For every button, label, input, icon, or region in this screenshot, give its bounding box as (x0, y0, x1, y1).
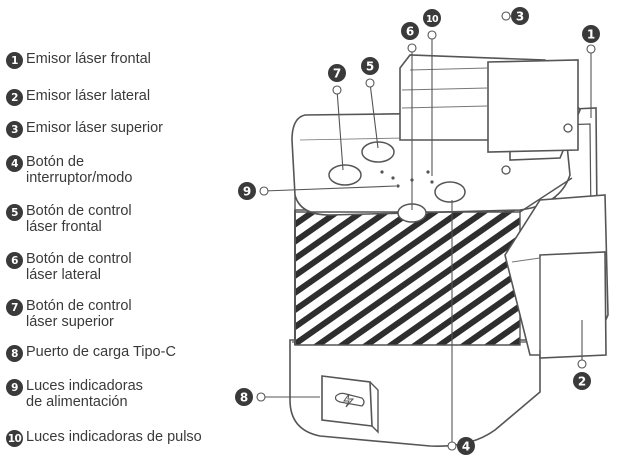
legend-number-6: 6 (6, 252, 23, 269)
legend-number-3: 3 (6, 121, 23, 138)
callout-1: 1 (582, 25, 600, 43)
legend-label-9: Luces indicadoras de alimentación (26, 378, 143, 410)
legend-label-2: Emisor láser lateral (26, 88, 151, 104)
legend-item-10: 10 Luces indicadoras de pulso (6, 429, 202, 447)
legend-label-1: Emisor láser frontal (26, 51, 151, 67)
legend-number-5: 5 (6, 204, 23, 221)
lightning-icon (343, 393, 355, 408)
legend-item-2: 2 Emisor láser lateral (6, 88, 150, 106)
callout-9: 9 (238, 182, 256, 200)
svg-text:9: 9 (243, 185, 251, 199)
svg-text:2: 2 (578, 375, 586, 389)
legend-label-4: Botón de interruptor/modo (26, 154, 133, 186)
legend-number-8: 8 (6, 345, 23, 362)
legend-label-10: Luces indicadoras de pulso (26, 429, 202, 445)
svg-text:8: 8 (240, 391, 248, 405)
legend-item-4: 4 Botón de interruptor/modo (6, 154, 132, 186)
callout-2: 2 (573, 372, 591, 390)
charging-port (321, 375, 379, 434)
legend-item-8: 8 Puerto de carga Tipo-C (6, 344, 176, 362)
legend-item-5: 5 Botón de control láser frontal (6, 203, 132, 235)
callout-8: 8 (235, 388, 253, 406)
svg-text:1: 1 (587, 28, 595, 42)
legend-label-8: Puerto de carga Tipo-C (26, 344, 176, 360)
front-laser-control-button[interactable] (361, 141, 395, 163)
svg-text:10: 10 (426, 14, 439, 25)
legend-item-9: 9 Luces indicadoras de alimentación (6, 378, 143, 410)
legend-item-7: 7 Botón de control láser superior (6, 298, 132, 330)
side-laser-emitter (504, 194, 609, 359)
legend: 1 Emisor láser frontal 2 Emisor láser la… (6, 0, 256, 457)
svg-text:4: 4 (462, 440, 470, 454)
callout-7: 7 (328, 64, 346, 82)
callout-badges: 1 2 3 4 5 6 7 8 (235, 7, 600, 455)
callout-5: 5 (361, 57, 379, 75)
control-buttons (328, 141, 466, 223)
legend-number-1: 1 (6, 52, 23, 69)
legend-number-9: 9 (6, 379, 23, 396)
top-laser-control-button[interactable] (328, 164, 362, 186)
svg-text:6: 6 (406, 25, 414, 39)
callout-6: 6 (401, 22, 419, 40)
power-mode-button[interactable] (434, 181, 466, 203)
legend-label-5: Botón de control láser frontal (26, 203, 132, 235)
legend-label-6: Botón de control láser lateral (26, 251, 132, 283)
heatsink-fins (294, 209, 521, 346)
legend-label-3: Emisor láser superior (26, 120, 163, 136)
legend-number-10: 10 (6, 430, 23, 447)
legend-label-7: Botón de control láser superior (26, 298, 132, 330)
legend-item-6: 6 Botón de control láser lateral (6, 251, 132, 283)
legend-number-2: 2 (6, 89, 23, 106)
svg-text:7: 7 (333, 67, 341, 81)
callout-3: 3 (511, 7, 529, 25)
svg-text:3: 3 (516, 10, 524, 24)
legend-number-7: 7 (6, 299, 23, 316)
legend-item-1: 1 Emisor láser frontal (6, 51, 151, 69)
legend-number-4: 4 (6, 155, 23, 172)
callout-10: 10 (423, 9, 441, 27)
svg-text:5: 5 (366, 60, 374, 74)
leader-lines (256, 11, 596, 451)
callout-4: 4 (457, 437, 475, 455)
top-laser-emitter (399, 54, 581, 175)
legend-item-3: 3 Emisor láser superior (6, 120, 163, 138)
